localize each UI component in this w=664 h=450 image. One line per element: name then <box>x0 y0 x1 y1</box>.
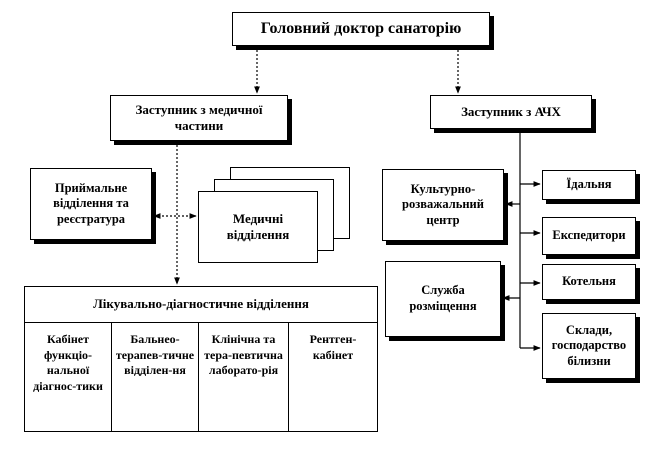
medical-departments-box: Медичні відділення <box>198 191 318 263</box>
diagnostic-department-title-cell: Лікувально-діагностичне відділення <box>24 286 378 323</box>
cultural-center-box: Культурно-розважальний центр <box>382 169 504 241</box>
cultural-center-label: Культурно-розважальний центр <box>402 181 484 227</box>
diagnostic-department-units-row <box>24 322 378 432</box>
x-ray-label: Рентген-кабінет <box>309 332 357 362</box>
deputy-medical-box: Заступник з медичної частини <box>110 95 288 141</box>
units-divider-2 <box>198 322 199 432</box>
accommodation-service-box: Служба розміщення <box>385 261 501 337</box>
x-ray-cell: Рентген-кабінет <box>290 324 376 430</box>
units-divider-3 <box>288 322 289 432</box>
accommodation-service-label: Служба розміщення <box>409 283 477 313</box>
balneotherapy-cell: Бальнео-терапев-тичне відділен-ня <box>113 324 197 430</box>
medical-departments-label: Медичні відділення <box>226 210 290 242</box>
deputy-ahch-label: Заступник з АЧХ <box>461 103 561 119</box>
forwarders-box: Експедитори <box>542 217 636 255</box>
functional-diagnostics-cell: Кабінет функціо-нальної діагнос-тики <box>26 324 110 430</box>
laboratory-label: Клінічна та тера-певтична лаборато-рія <box>204 332 283 378</box>
dining-hall-label: Їдальня <box>566 177 612 192</box>
units-divider-1 <box>111 322 112 432</box>
warehouses-label: Склади, господарство білизни <box>551 322 627 368</box>
laboratory-cell: Клінічна та тера-певтична лаборато-рія <box>200 324 287 430</box>
dining-hall-box: Їдальня <box>542 170 636 200</box>
warehouses-box: Склади, господарство білизни <box>542 313 636 379</box>
forwarders-label: Експедитори <box>552 228 626 243</box>
reception-label: Приймальне відділення та реєстратура <box>53 180 129 226</box>
boiler-room-label: Котельня <box>562 274 616 289</box>
boiler-room-box: Котельня <box>542 264 636 300</box>
chief-doctor-box: Головний доктор санаторію <box>232 12 490 46</box>
chief-doctor-label: Головний доктор санаторію <box>260 20 462 37</box>
deputy-ahch-box: Заступник з АЧХ <box>430 95 592 129</box>
reception-box: Приймальне відділення та реєстратура <box>30 168 152 240</box>
functional-diagnostics-label: Кабінет функціо-нальної діагнос-тики <box>33 332 103 393</box>
diagnostic-department-title: Лікувально-діагностичне відділення <box>93 296 309 312</box>
deputy-medical-label: Заступник з медичної частини <box>135 101 263 133</box>
balneotherapy-label: Бальнео-терапев-тичне відділен-ня <box>115 332 195 378</box>
